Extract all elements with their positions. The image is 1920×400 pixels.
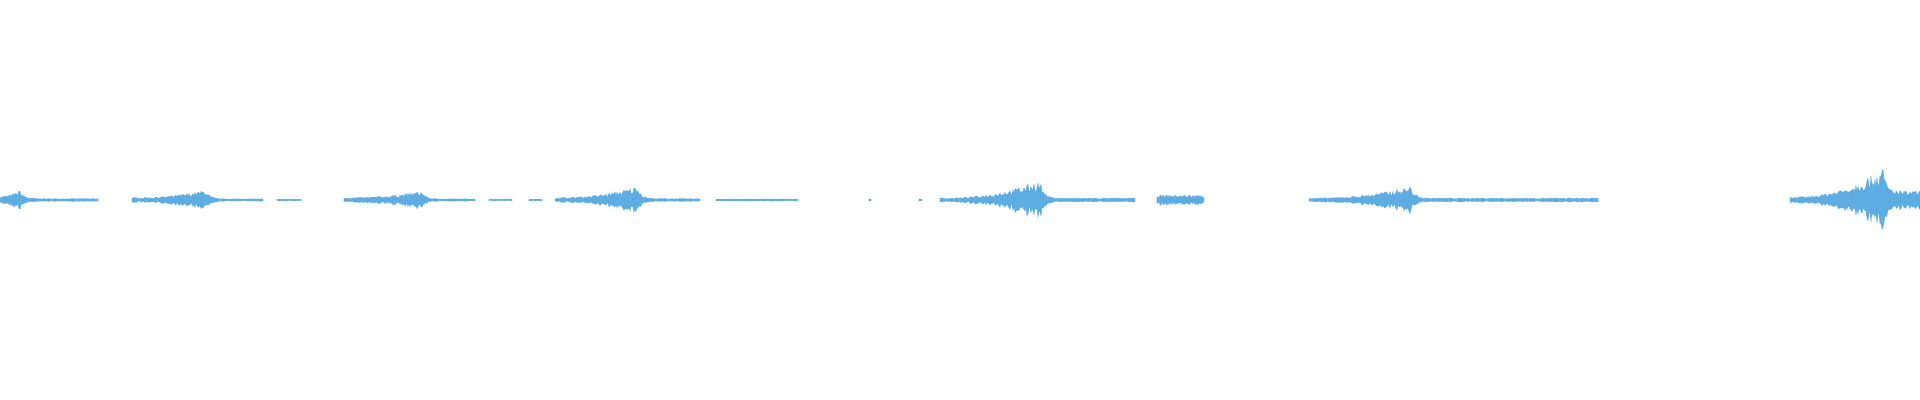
waveform-segment — [131, 190, 264, 209]
waveform-segment — [868, 198, 872, 202]
waveform-segment — [918, 198, 923, 202]
waveform-segment — [939, 182, 1136, 218]
waveform-segment — [0, 190, 99, 210]
waveform-segment — [488, 198, 513, 202]
waveform-segment — [528, 198, 543, 202]
waveform-segment — [276, 198, 302, 202]
waveform-segment — [1789, 168, 1920, 230]
waveform-segment — [715, 198, 799, 202]
waveform-segment — [554, 187, 701, 214]
waveform-segment — [343, 191, 476, 210]
waveform-segment — [1156, 194, 1205, 206]
waveform-segment — [1308, 186, 1599, 215]
